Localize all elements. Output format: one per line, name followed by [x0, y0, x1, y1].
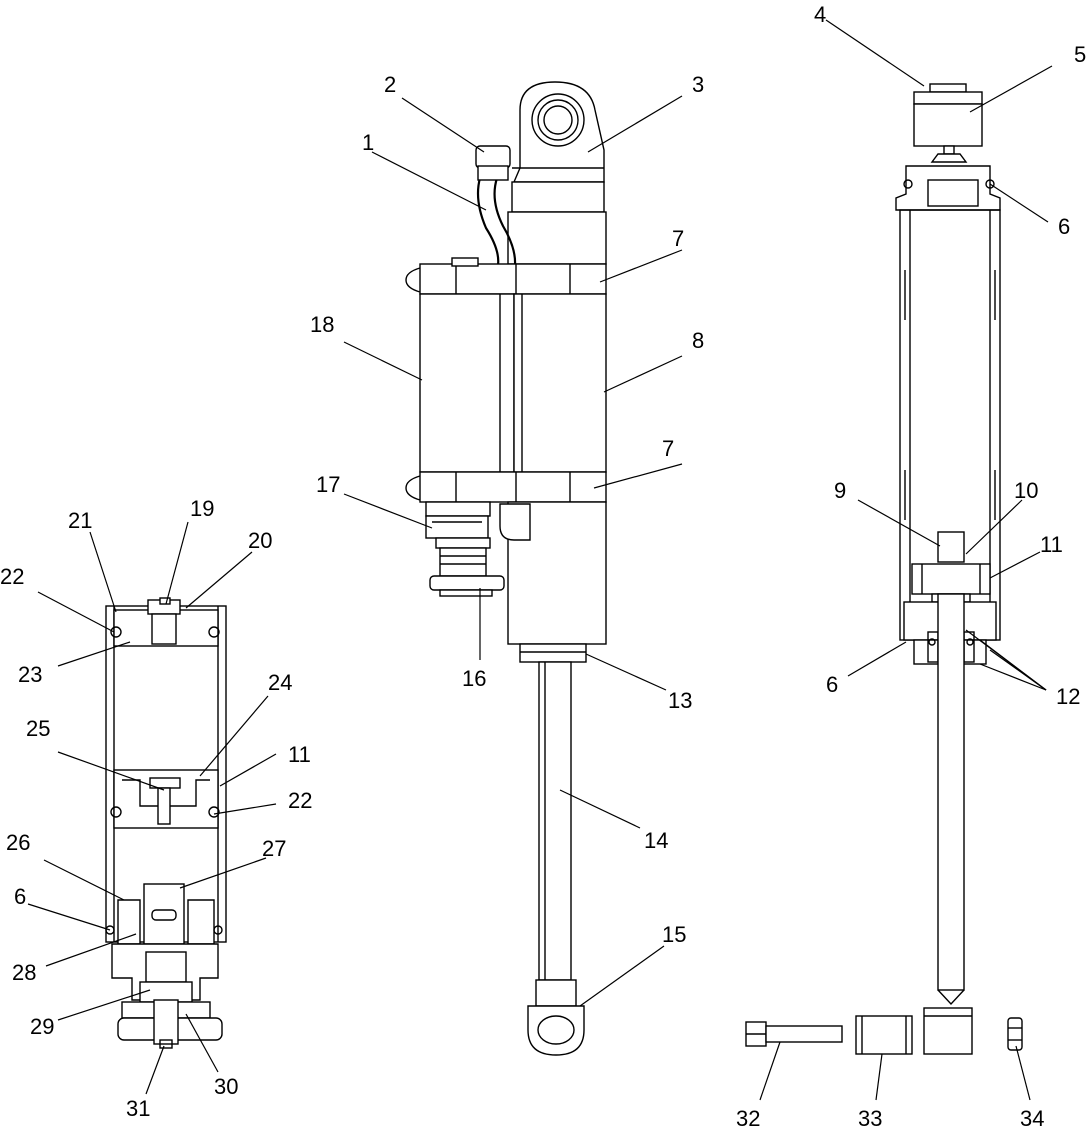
callout-12: 12 [1056, 684, 1080, 709]
section-view-right [745, 83, 1023, 1055]
callout-23: 23 [18, 662, 42, 687]
callout-15: 15 [662, 922, 686, 947]
callout-24: 24 [268, 670, 292, 695]
callout-11-left: 11 [288, 742, 311, 767]
callout-2: 2 [384, 72, 396, 97]
callout-8: 8 [692, 328, 704, 353]
callout-16: 16 [462, 666, 486, 691]
callout-28: 28 [12, 960, 36, 985]
callout-34: 34 [1020, 1106, 1044, 1131]
callout-3: 3 [692, 72, 704, 97]
section-view-left [105, 597, 227, 1049]
main-shock-assembly [405, 81, 607, 1056]
callout-10: 10 [1014, 478, 1038, 503]
callout-1: 1 [362, 130, 374, 155]
callout-26: 26 [6, 830, 30, 855]
callout-29: 29 [30, 1014, 54, 1039]
callout-22-upper: 22 [0, 564, 24, 589]
callout-27: 27 [262, 836, 286, 861]
callout-19: 19 [190, 496, 214, 521]
callout-21: 21 [68, 508, 92, 533]
callout-9: 9 [834, 478, 846, 503]
callout-11-right: 11 [1040, 532, 1063, 557]
callout-33: 33 [858, 1106, 882, 1131]
callout-18: 18 [310, 312, 334, 337]
callout-32: 32 [736, 1106, 760, 1131]
callout-25: 25 [26, 716, 50, 741]
callout-31: 31 [126, 1096, 150, 1121]
leader-lines [27, 19, 1053, 1101]
callout-22-lower: 22 [288, 788, 312, 813]
callout-20: 20 [248, 528, 272, 553]
callout-14: 14 [644, 828, 668, 853]
callout-7-upper: 7 [672, 226, 684, 251]
callout-6-left: 6 [14, 884, 26, 909]
callout-7-lower: 7 [662, 436, 674, 461]
callout-30: 30 [214, 1074, 238, 1099]
callout-6-right-bottom: 6 [826, 672, 838, 697]
callout-13: 13 [668, 688, 692, 713]
callout-4: 4 [814, 2, 826, 27]
callout-17: 17 [316, 472, 340, 497]
callout-6-right-top: 6 [1058, 214, 1070, 239]
callout-5: 5 [1074, 42, 1086, 67]
